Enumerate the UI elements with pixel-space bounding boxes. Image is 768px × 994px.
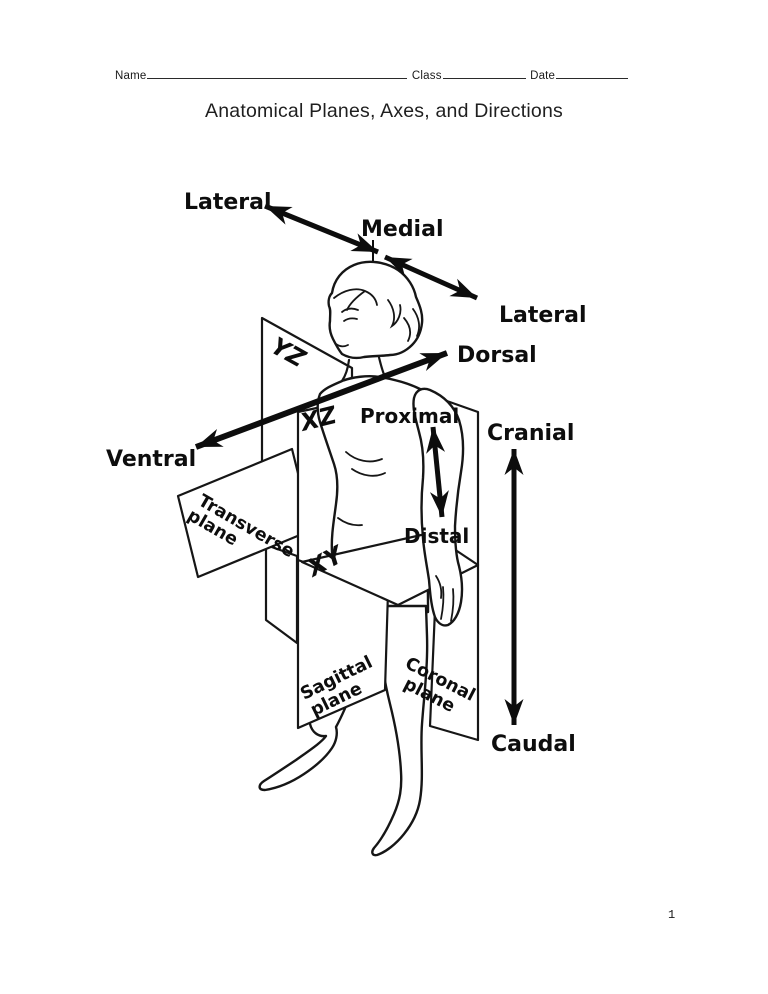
- ventral-label: Ventral: [106, 447, 196, 472]
- date-blank-line: [556, 66, 629, 79]
- medial-label: Medial: [361, 217, 444, 242]
- distal-label: Distal: [404, 524, 469, 548]
- worksheet-header: Name Class Date: [115, 66, 675, 82]
- caudal-label: Caudal: [491, 732, 576, 757]
- lateral-left-label: Lateral: [184, 190, 272, 215]
- page-title: Anatomical Planes, Axes, and Directions: [205, 100, 563, 122]
- cranial-label: Cranial: [487, 421, 574, 446]
- date-label: Date: [530, 70, 556, 82]
- figure-head: [327, 260, 424, 360]
- figure-finger-lines: [435, 575, 455, 622]
- class-blank-line: [442, 66, 526, 79]
- direction-arrows: [194, 203, 524, 725]
- page-number: 1: [668, 908, 676, 922]
- figure-face-lines: [335, 307, 359, 348]
- proximal-distal-arrow: [426, 426, 449, 518]
- lateral-right-label: Lateral: [499, 303, 587, 328]
- figure-chest-lines: [337, 451, 386, 527]
- proximal-label: Proximal: [360, 404, 459, 428]
- medial-lateral-arrow: [383, 254, 479, 301]
- name-label: Name: [115, 70, 147, 82]
- ventral-dorsal-arrow: [194, 350, 449, 450]
- dorsal-label: Dorsal: [457, 343, 537, 368]
- class-label: Class: [411, 70, 442, 82]
- direction-labels: Lateral Medial Lateral Dorsal Ventral Pr…: [106, 190, 587, 757]
- lateral-medial-arrow: [264, 203, 379, 255]
- figure-hair-lines: [333, 288, 420, 342]
- name-blank-line: [147, 66, 408, 79]
